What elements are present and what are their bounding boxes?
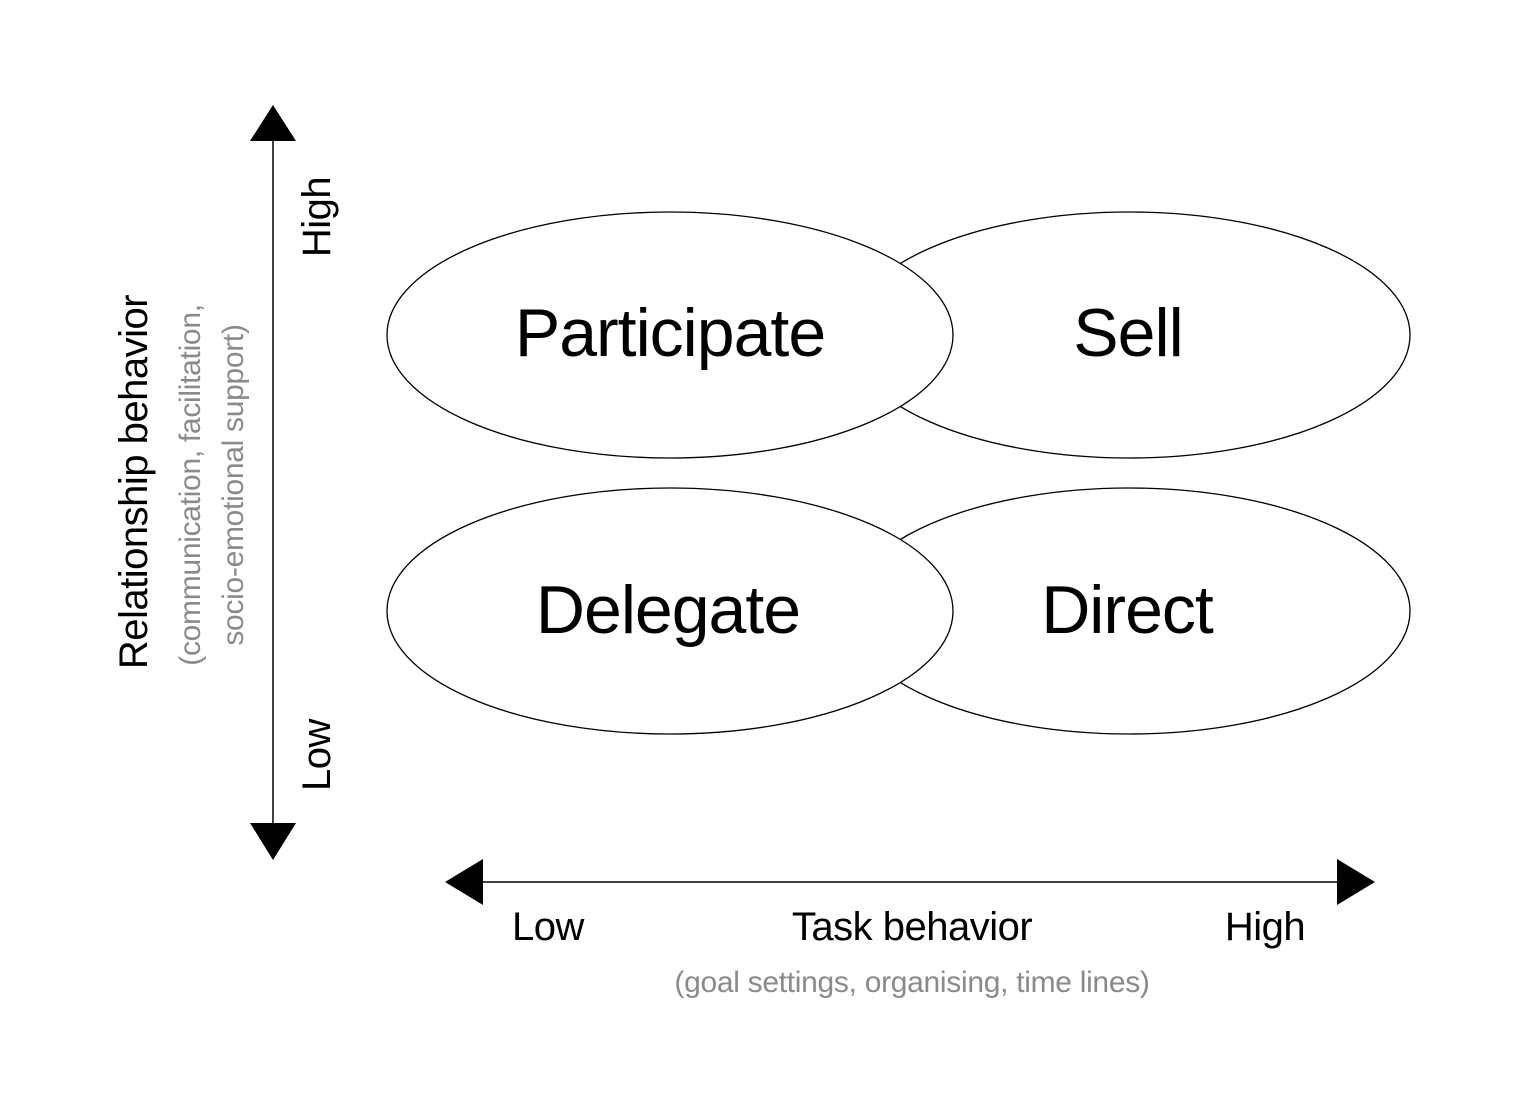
quadrant-labels: Participate Sell Delegate Direct	[515, 295, 1215, 648]
sell-label: Sell	[1073, 295, 1182, 371]
y-axis-down-arrow	[250, 823, 296, 860]
direct-label: Direct	[1041, 572, 1214, 648]
participate-ellipse	[386, 211, 954, 459]
y-axis-title: Relationship behavior	[112, 295, 156, 669]
y-axis-low-label: Low	[295, 718, 339, 790]
x-axis: Low Task behavior High (goal settings, o…	[445, 859, 1375, 999]
x-axis-high-label: High	[1225, 905, 1305, 949]
delegate-label: Delegate	[536, 572, 800, 648]
y-axis-subtitle-line1: (communication, facilitation,	[174, 304, 207, 665]
delegate-ellipse	[386, 487, 954, 735]
y-axis-subtitle-line2: socio-emotional support)	[217, 324, 250, 645]
x-axis-right-arrow	[1337, 859, 1375, 905]
quadrant-ellipses	[386, 211, 1411, 735]
x-axis-subtitle: (goal settings, organising, time lines)	[674, 966, 1149, 999]
x-axis-left-arrow	[445, 859, 483, 905]
y-axis: High Low Relationship behavior (communic…	[112, 105, 339, 860]
y-axis-high-label: High	[295, 177, 339, 257]
y-axis-up-arrow	[250, 105, 296, 141]
x-axis-low-label: Low	[512, 905, 584, 949]
participate-label: Participate	[515, 295, 825, 371]
x-axis-title: Task behavior	[792, 905, 1032, 949]
